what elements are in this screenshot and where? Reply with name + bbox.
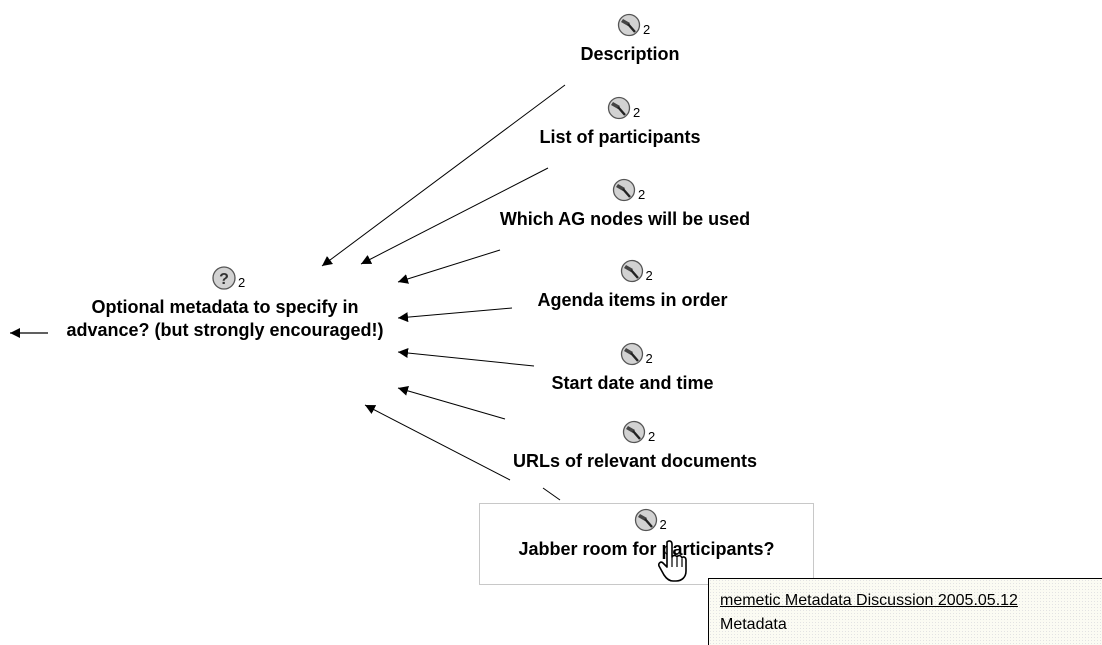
option-count: 2 (659, 517, 667, 532)
question-label: Optional metadata to specify in advance?… (66, 297, 384, 340)
position-icon: 2 (622, 419, 655, 445)
option-node[interactable]: 2 Which AG nodes will be used (455, 177, 795, 231)
option-label: Agenda items in order (537, 290, 728, 310)
connector-urls (397, 385, 506, 420)
tooltip-link[interactable]: memetic Metadata Discussion 2005.05.12 (720, 592, 1018, 609)
position-icon: 2 (607, 95, 640, 121)
question-icon: ? 2 (212, 265, 245, 291)
tooltip-subtitle: Metadata (720, 616, 787, 633)
option-label: List of participants (539, 127, 701, 147)
position-icon: 2 (620, 341, 653, 367)
option-node[interactable]: 2 Agenda items in order (500, 258, 765, 312)
option-count: 2 (645, 351, 653, 366)
option-label: URLs of relevant documents (512, 451, 758, 471)
option-label: Description (580, 44, 680, 64)
option-count: 2 (648, 429, 656, 444)
tooltip: memetic Metadata Discussion 2005.05.12 M… (708, 578, 1102, 645)
option-label: Jabber room for participants? (518, 539, 775, 559)
connector-participants (360, 167, 549, 265)
svg-text:?: ? (219, 271, 229, 288)
question-count: 2 (238, 275, 246, 290)
option-count: 2 (638, 187, 646, 202)
position-icon: 2 (617, 12, 650, 38)
option-count: 2 (643, 22, 651, 37)
option-count: 2 (633, 105, 641, 120)
connector-agenda (397, 307, 513, 323)
option-label: Which AG nodes will be used (499, 209, 751, 229)
option-label: Start date and time (551, 373, 714, 393)
hand-cursor-icon (658, 540, 687, 582)
option-count: 2 (645, 268, 653, 283)
option-node[interactable]: 2 List of participants (490, 95, 750, 149)
option-node-selected[interactable]: 2 Jabber room for participants? (479, 507, 814, 561)
connector-jabber-stub (542, 487, 561, 501)
question-node[interactable]: ? 2 Optional metadata to specify in adva… (50, 265, 400, 342)
connector-start-date (397, 348, 535, 367)
connector-jabber (364, 404, 511, 481)
option-node[interactable]: 2 Description (530, 12, 730, 66)
position-icon: 2 (612, 177, 645, 203)
connector-ag-nodes (397, 249, 501, 284)
connector-description (321, 84, 566, 267)
option-node[interactable]: 2 Start date and time (520, 341, 745, 395)
position-icon: 2 (620, 258, 653, 284)
option-node[interactable]: 2 URLs of relevant documents (475, 419, 795, 473)
position-icon: 2 (634, 507, 667, 533)
